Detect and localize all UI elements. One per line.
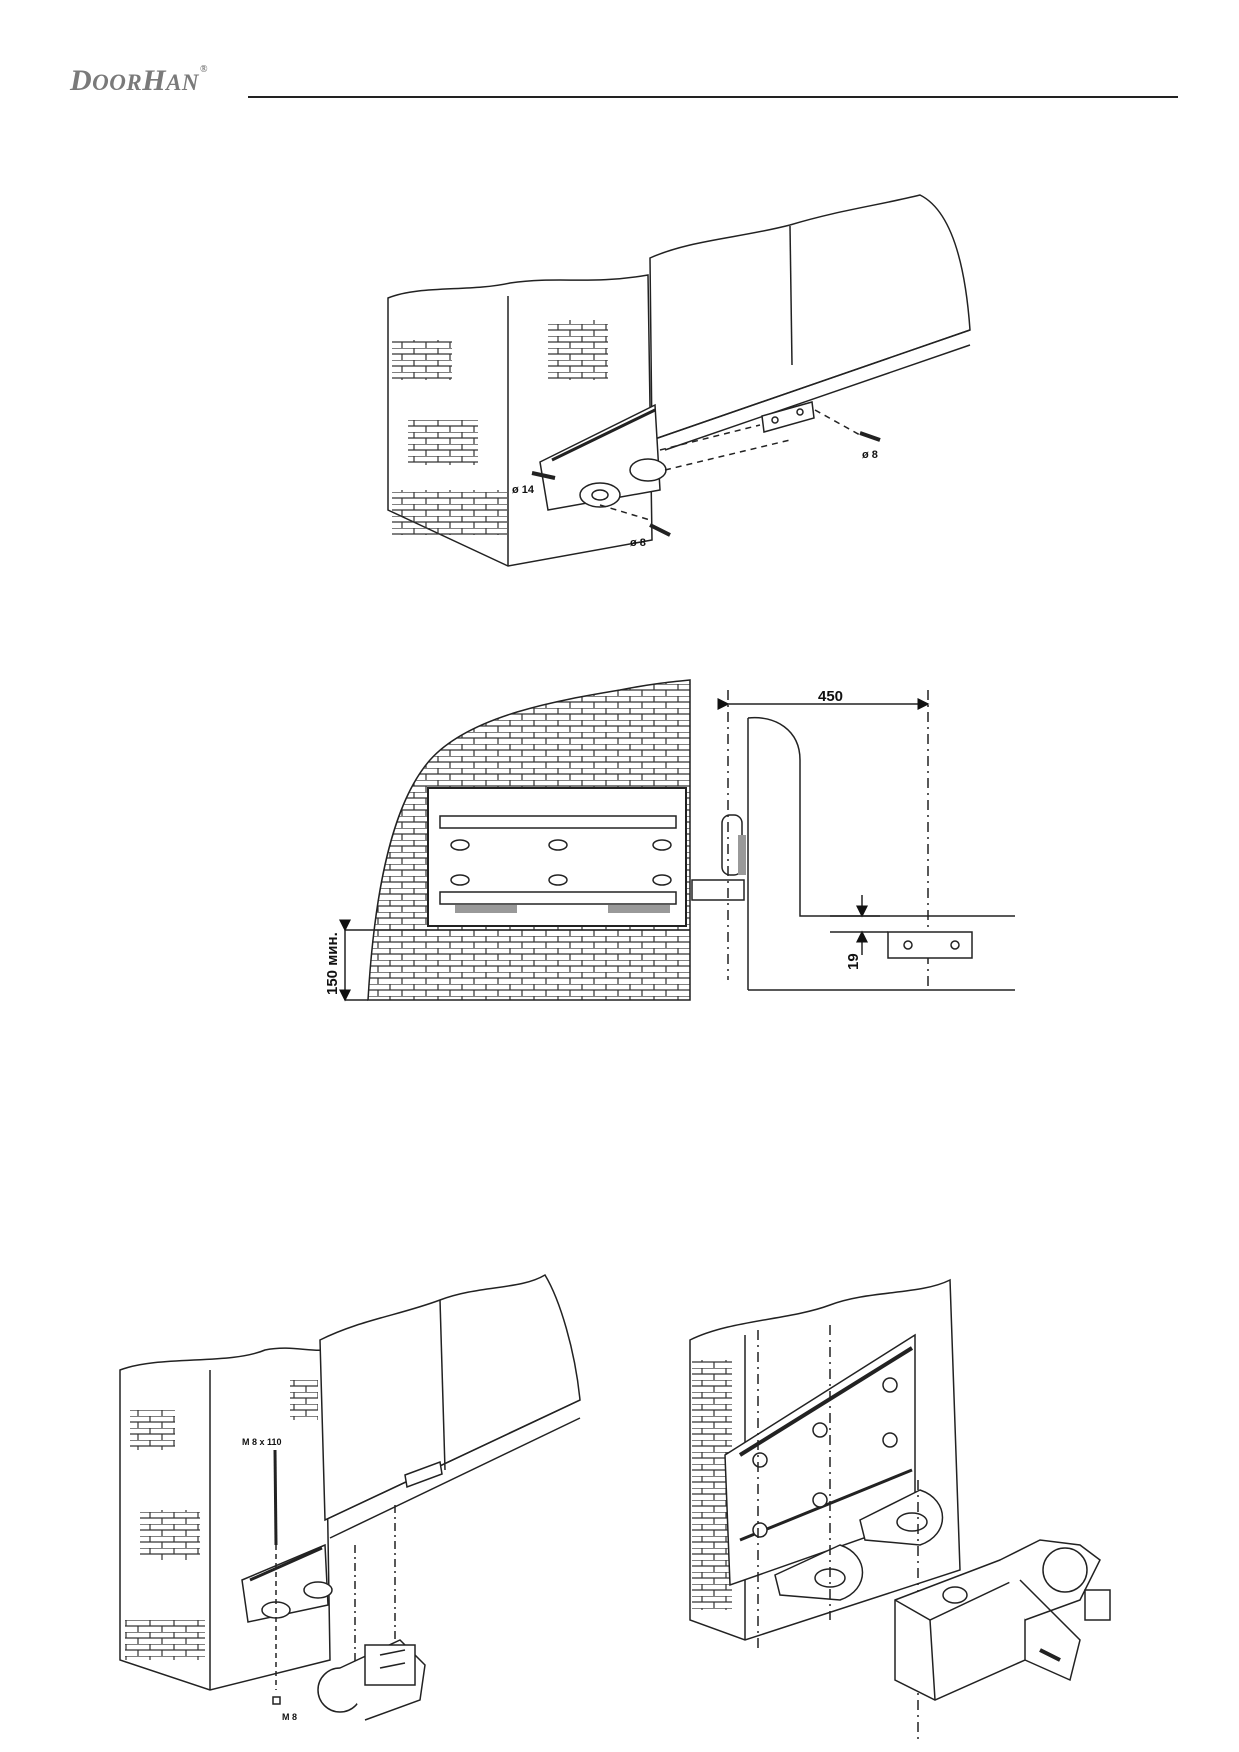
diameter-8-label-front: ø 8 [630,537,646,549]
gate-leaf-3 [319,1273,581,1522]
mounting-plate-3 [241,1543,329,1623]
figure-3-motor-installation [119,1273,581,1721]
diameter-14-label: ø 14 [512,484,535,496]
gate-bracket [761,401,815,433]
figure-1-gate-column-mounting [387,194,971,567]
figure-4-motor-detail [689,1278,1111,1740]
gear-rack-block [887,931,973,959]
bolt-m8x110-label: M 8 x 110 [242,1437,282,1447]
doorhan-logo: DOORHAN® [70,64,209,97]
mounting-plate [539,403,661,511]
header-rule [248,96,1178,98]
gate-motor-3 [317,1639,426,1721]
gate-leaf-side [747,716,1015,917]
dimension-450: 450 [818,688,843,705]
nut-m8-label: M 8 [282,1712,297,1722]
gate-motor-4 [894,1539,1111,1701]
dimension-150-min: 150 мин. [324,932,341,995]
gate-leaf [649,194,971,442]
dimension-19: 19 [845,953,862,970]
figure-2-dimension-drawing [339,679,1015,1002]
diameter-8-label-back: ø 8 [862,449,878,461]
